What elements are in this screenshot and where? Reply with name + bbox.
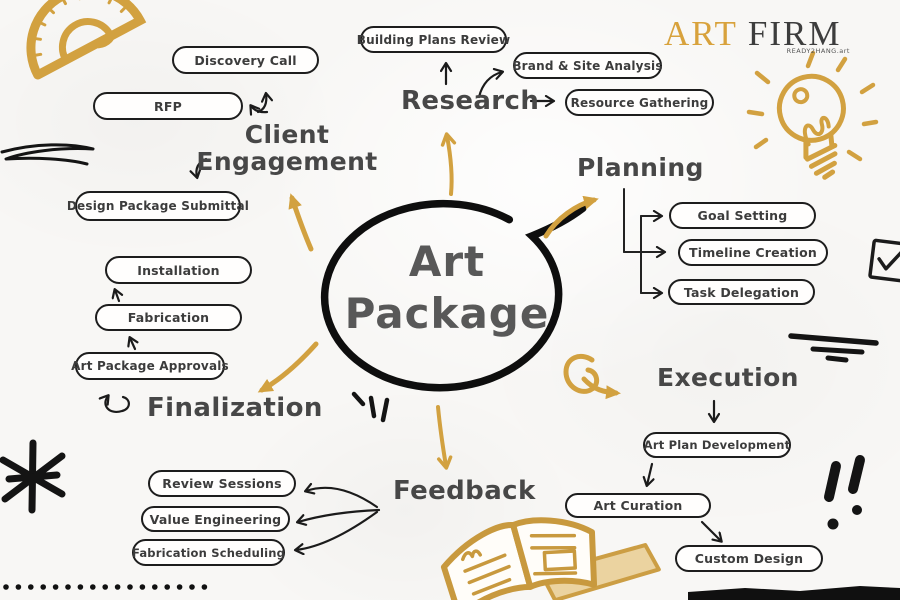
node-rfp: RFP [93,92,243,120]
node-art-plan-development: Art Plan Development [643,432,791,458]
feedback-fan-arrow-2 [298,508,381,522]
planning-tree-connector [623,188,664,293]
node-task-delegation: Task Delegation [668,279,815,305]
arrow-to-research [440,132,457,196]
branch-label-planning: Planning [577,153,704,182]
book-icon [440,517,661,600]
logo-tagline: READY2HANG.art [786,47,850,55]
logo-word-firm: FIRM [747,14,842,53]
central-topic-line2: Package [344,288,550,338]
node-design-package-submittal: Design Package Submittal [67,191,249,221]
research-brand-arrow [477,72,502,99]
finalization-curl-arrow [105,396,130,413]
menu-lines-icon [788,333,879,363]
curation-down-arrow [700,520,721,541]
central-topic-line1: Art [408,237,486,286]
node-installation: Installation [105,256,252,284]
feedback-fan-arrow-1 [306,488,379,509]
feedback-fan-arrow-3 [296,510,379,550]
node-goal-setting: Goal Setting [669,202,816,229]
central-topic: Art Package [332,236,562,339]
artplan-down-arrow [647,462,652,485]
arrow-to-client-engagement [288,193,314,252]
arrow-to-planning [543,195,599,239]
dotted-line-icon [3,584,208,590]
branch-label-finalization: Finalization [147,393,323,423]
checkbox-icon [868,238,900,283]
scribble-bar-icon [688,586,900,600]
node-resource-gathering: Resource Gathering [565,89,714,116]
logo-word-art: ART [664,14,738,53]
exclamation-marks-icon [824,455,865,530]
scribble-line-icon [0,143,95,166]
node-art-curation: Art Curation [565,493,711,518]
node-value-engineering: Value Engineering [141,506,290,532]
node-discovery-call: Discovery Call [172,46,319,74]
emphasis-marks [351,391,390,423]
protractor-icon [26,0,147,80]
branch-label-feedback: Feedback [393,476,536,506]
rfp-up-arrow [256,94,266,114]
branch-label-research: Research [401,86,540,116]
client-down-arrow [196,157,208,177]
node-timeline-creation: Timeline Creation [678,239,828,266]
node-art-package-approvals: Art Package Approvals [71,352,229,380]
fabrication-up-arrow [115,290,119,303]
art-firm-logo: ART FIRM READY2HANG.art [664,14,864,55]
node-fabrication-scheduling: Fabrication Scheduling [132,539,285,566]
asterisk-icon [0,439,66,514]
lightbulb-icon [746,50,879,180]
center-ellipse [320,199,587,392]
node-fabrication: Fabrication [95,304,242,331]
spiral-arrow-to-execution [563,354,616,393]
approvals-up-arrow [130,338,135,351]
arrow-to-feedback [436,405,453,470]
node-review-sessions: Review Sessions [148,470,296,497]
node-brand-site-analysis: Brand & Site Analysis [512,52,663,79]
node-building-plans-review: Building Plans Review [357,26,510,53]
branch-label-execution: Execution [657,363,799,392]
rfp-left-arrow [251,106,269,112]
node-custom-design: Custom Design [675,545,823,572]
arrow-to-finalization [257,341,319,393]
branch-label-client-engagement: Client Engagement [196,120,378,176]
